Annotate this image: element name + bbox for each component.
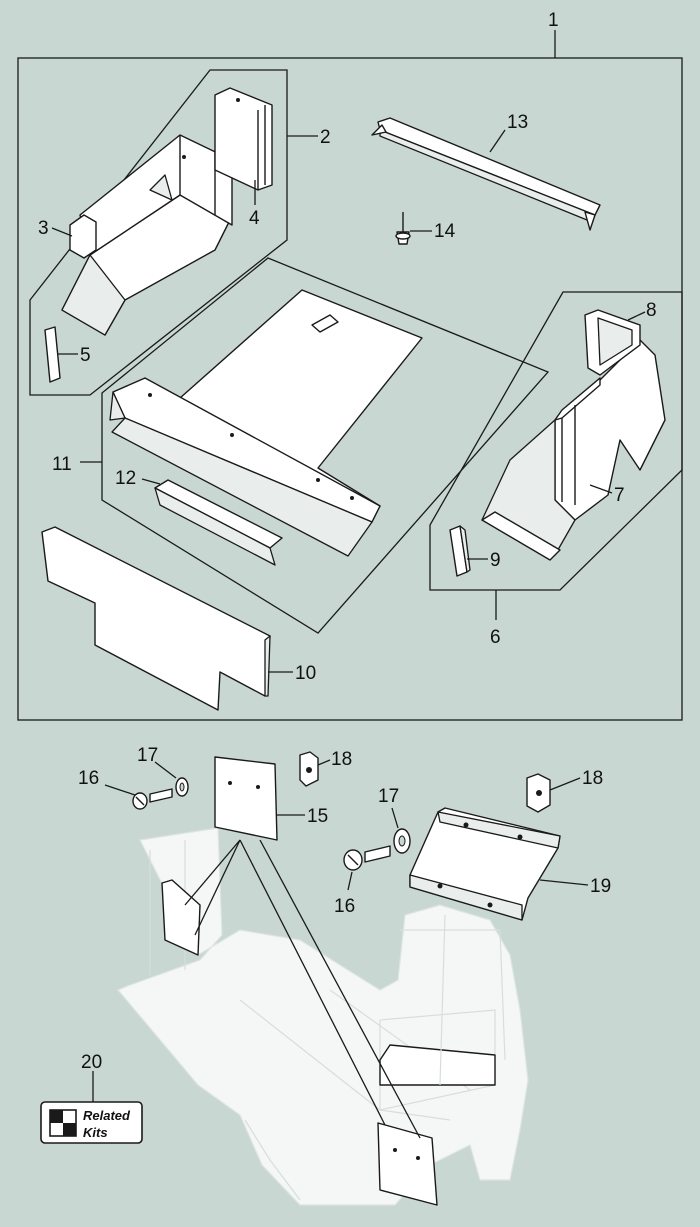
callout-2[interactable]: 2 (320, 127, 331, 148)
part-8-end-panel[interactable] (584, 309, 641, 376)
part-15-mounted-lower[interactable] (377, 1122, 438, 1206)
checker-icon (49, 1109, 77, 1137)
part-18-nut-left[interactable] (299, 751, 319, 787)
callout-11[interactable]: 11 (52, 454, 72, 475)
part-4-end-panel[interactable] (214, 87, 273, 191)
related-kits-badge[interactable]: Related Kits (40, 1101, 143, 1144)
part-12-angle-bracket[interactable] (154, 479, 283, 566)
part-9-strip[interactable] (449, 525, 471, 577)
part-13-top-rail[interactable] (371, 117, 601, 231)
callout-3[interactable]: 3 (38, 218, 49, 239)
part-16-screw-right[interactable] (343, 845, 391, 871)
part-19-mounted (379, 1044, 496, 1086)
callout-18b[interactable]: 18 (582, 768, 603, 789)
callout-14[interactable]: 14 (434, 221, 456, 242)
part-17-washer-right[interactable] (393, 828, 411, 854)
callout-13[interactable]: 13 (507, 112, 528, 133)
part-5-strip[interactable] (44, 326, 61, 383)
part-7-right-wheel-box[interactable] (481, 339, 666, 561)
callout-16a[interactable]: 16 (78, 768, 99, 789)
callout-4[interactable]: 4 (249, 208, 260, 229)
callout-17b[interactable]: 17 (378, 786, 399, 807)
related-kits-line1: Related (83, 1108, 131, 1123)
callout-16b[interactable]: 16 (334, 896, 355, 917)
callout-10[interactable]: 10 (295, 663, 316, 684)
callout-9[interactable]: 9 (490, 550, 501, 571)
part-14-rivet[interactable] (395, 212, 411, 245)
part-15-panel[interactable] (214, 756, 278, 841)
subassembly-frame-2 (29, 69, 288, 396)
callout-19[interactable]: 19 (590, 876, 611, 897)
callout-1[interactable]: 1 (548, 10, 559, 31)
vehicle-body-outline (117, 827, 529, 1206)
callout-15[interactable]: 15 (307, 806, 328, 827)
part-10-front-panel[interactable] (41, 526, 271, 711)
part-18-nut-right[interactable] (526, 773, 551, 813)
part-11-floor-panel[interactable] (109, 289, 423, 557)
part-17-washer-left[interactable] (175, 777, 189, 797)
part-19-bracket[interactable] (409, 807, 561, 921)
callout-7[interactable]: 7 (614, 485, 625, 506)
part-16-screw-left[interactable] (132, 788, 173, 810)
part-3-left-wheel-box[interactable] (61, 134, 233, 336)
subassembly-frame-11 (101, 257, 550, 634)
callout-5[interactable]: 5 (80, 345, 91, 366)
callout-17a[interactable]: 17 (137, 745, 158, 766)
callout-20[interactable]: 20 (81, 1052, 102, 1073)
related-kits-line2: Kits (83, 1125, 108, 1140)
callout-12[interactable]: 12 (115, 468, 136, 489)
callout-8[interactable]: 8 (646, 300, 657, 321)
callout-6[interactable]: 6 (490, 627, 501, 648)
subassembly-frame-6 (429, 291, 683, 591)
callout-18a[interactable]: 18 (331, 749, 352, 770)
